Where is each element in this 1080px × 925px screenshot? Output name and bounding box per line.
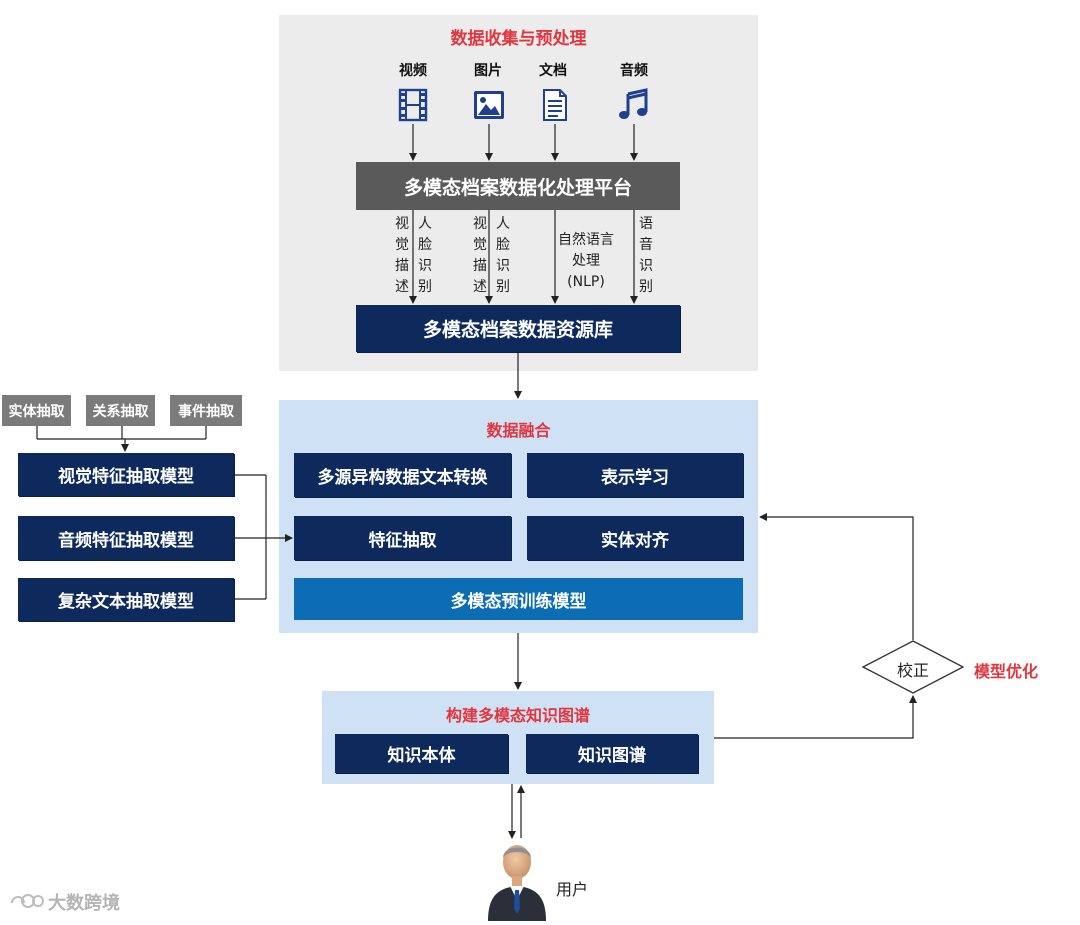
fusion-text-conversion: 多源异构数据文本转换 [294,453,511,497]
knowledge-graph-title: 构建多模态知识图谱 [445,706,590,725]
correction-diamond [861,640,965,694]
model-complex-text: 复杂文本抽取模型 [18,578,234,621]
tag-relation-extraction: 关系抽取 [86,395,155,426]
label-visual-description-1: 视觉描述 [395,216,409,295]
label-nlp-line1: 自然语言 [558,232,614,248]
label-nlp-line3: (NLP) [567,274,605,290]
media-label-audio: 音频 [620,63,648,79]
watermark-text: 大数跨境 [48,893,120,914]
data-collection-title: 数据收集与预处理 [450,29,587,49]
kg-graph: 知识图谱 [526,734,698,773]
processing-platform: 多模态档案数据化处理平台 [356,162,680,210]
media-label-image: 图片 [474,63,502,79]
user-avatar-icon [484,838,550,921]
label-nlp-line2: 处理 [572,253,600,269]
model-audio-feature: 音频特征抽取模型 [18,516,234,560]
media-label-video: 视频 [399,63,427,79]
label-speech-recognition: 语音识别 [639,216,653,295]
watermark-logo-icon [8,891,44,913]
resource-database: 多模态档案数据资源库 [356,305,680,352]
document-icon [541,88,569,122]
media-label-document: 文档 [539,63,567,79]
film-icon [397,88,429,122]
music-note-icon [618,88,650,122]
fusion-entity-alignment: 实体对齐 [527,516,743,560]
fusion-representation-learning: 表示学习 [527,453,743,497]
label-face-recognition-1: 人脸识别 [418,216,432,295]
correction-label: 校正 [896,661,929,680]
fusion-feature-extraction: 特征抽取 [294,516,511,560]
model-visual-feature: 视觉特征抽取模型 [18,453,234,496]
tag-event-extraction: 事件抽取 [170,395,242,426]
label-face-recognition-2: 人脸识别 [496,216,510,295]
label-nlp: 自然语言 处理 (NLP) [548,230,624,293]
user-label: 用户 [556,880,589,899]
image-icon [472,89,506,121]
data-fusion-title: 数据融合 [486,421,551,440]
model-optimization-label: 模型优化 [974,662,1039,681]
label-visual-description-2: 视觉描述 [473,216,487,295]
tag-entity-extraction: 实体抽取 [2,395,71,426]
kg-ontology: 知识本体 [335,734,508,773]
pretrained-model: 多模态预训练模型 [294,578,743,620]
watermark: 大数跨境 [8,889,120,915]
